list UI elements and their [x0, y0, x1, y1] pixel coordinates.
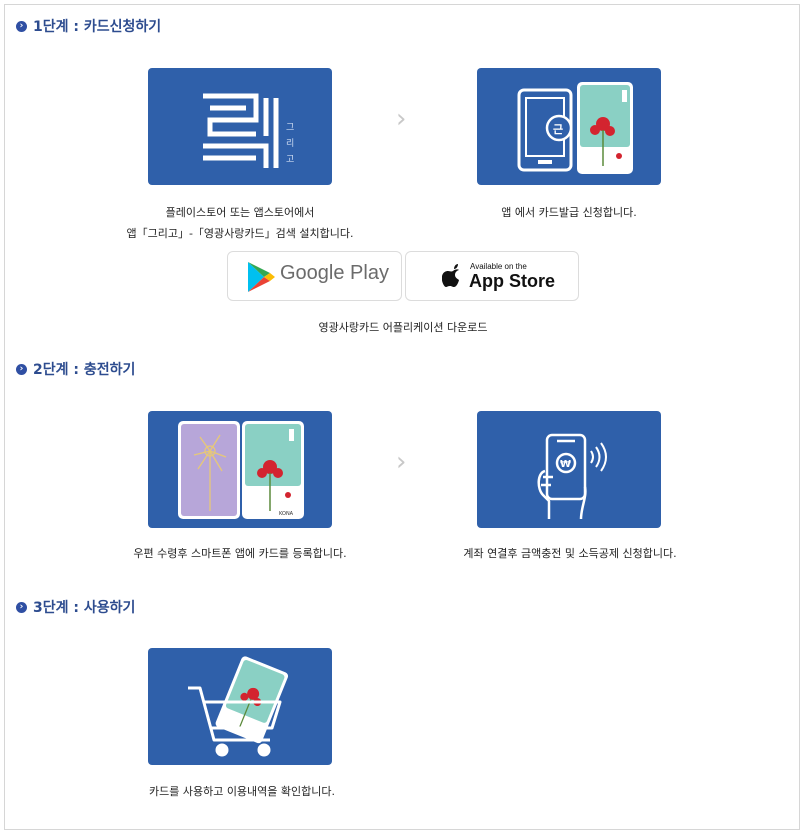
- svg-text:KONA: KONA: [279, 511, 294, 517]
- chevron-right-icon: ›: [396, 447, 407, 477]
- hand-phone-icon: [537, 433, 587, 520]
- phone-card-tile: 근: [477, 68, 661, 185]
- phone-icon: 근: [517, 88, 573, 172]
- step2-right-caption: 계좌 연결후 금액충전 및 소득공제 신청합니다.: [463, 547, 677, 560]
- google-play-label: Google Play: [280, 262, 389, 284]
- chevron-bullet-icon: ›: [16, 601, 27, 613]
- step2-heading: › 2단계 : 충전하기: [16, 359, 135, 379]
- svg-text:근: 근: [553, 123, 563, 136]
- svg-text:₩: ₩: [560, 459, 571, 470]
- cart-icon: [188, 686, 282, 757]
- chevron-right-icon: ›: [396, 104, 407, 134]
- svg-text:고: 고: [286, 155, 294, 165]
- cards-tile: KONA: [148, 411, 332, 528]
- app-store-small-label: Available on the: [470, 262, 527, 271]
- svg-text:리: 리: [286, 138, 294, 149]
- step3-title: 3단계 : 사용하기: [33, 600, 136, 616]
- card-in-cart-icon: [215, 656, 289, 744]
- app-store-button[interactable]: Available on the App Store: [405, 251, 579, 301]
- step2-title: 2단계 : 충전하기: [33, 362, 136, 378]
- chevron-bullet-icon: ›: [16, 20, 27, 32]
- chevron-bullet-icon: ›: [16, 363, 27, 375]
- mobile-pay-tile: ₩: [477, 411, 661, 528]
- step2-left-caption: 우편 수령후 스마트폰 앱에 카드를 등록합니다.: [133, 547, 347, 560]
- step1-left-caption-2: 앱「그리고」-「영광사랑카드」검색 설치합니다.: [126, 227, 354, 240]
- step1-right-caption: 앱 에서 카드발급 신청합니다.: [501, 206, 637, 219]
- step1-heading: › 1단계 : 카드신청하기: [16, 16, 161, 36]
- apple-icon: [442, 264, 459, 287]
- grigo-logo-icon: 그 리 고: [203, 93, 294, 168]
- step1-left-caption-1: 플레이스토어 또는 앱스토어에서: [165, 206, 315, 219]
- svg-text:그: 그: [286, 123, 294, 133]
- teal-card-icon: KONA: [242, 421, 304, 519]
- app-store-label: App Store: [469, 271, 556, 291]
- card-icon: [577, 82, 633, 174]
- page-frame: [4, 4, 800, 830]
- step1-title: 1단계 : 카드신청하기: [33, 19, 162, 35]
- cart-tile: [148, 648, 332, 765]
- google-play-button[interactable]: Google Play: [227, 251, 402, 301]
- step3-caption: 카드를 사용하고 이용내역을 확인합니다.: [148, 785, 336, 798]
- lavender-card-icon: [178, 421, 240, 519]
- step3-heading: › 3단계 : 사용하기: [16, 597, 135, 617]
- download-caption: 영광사랑카드 어플리케이션 다운로드: [318, 321, 488, 334]
- nfc-icon: [590, 442, 607, 472]
- app-logo-tile: 그 리 고: [148, 68, 332, 185]
- google-play-icon: [248, 262, 275, 292]
